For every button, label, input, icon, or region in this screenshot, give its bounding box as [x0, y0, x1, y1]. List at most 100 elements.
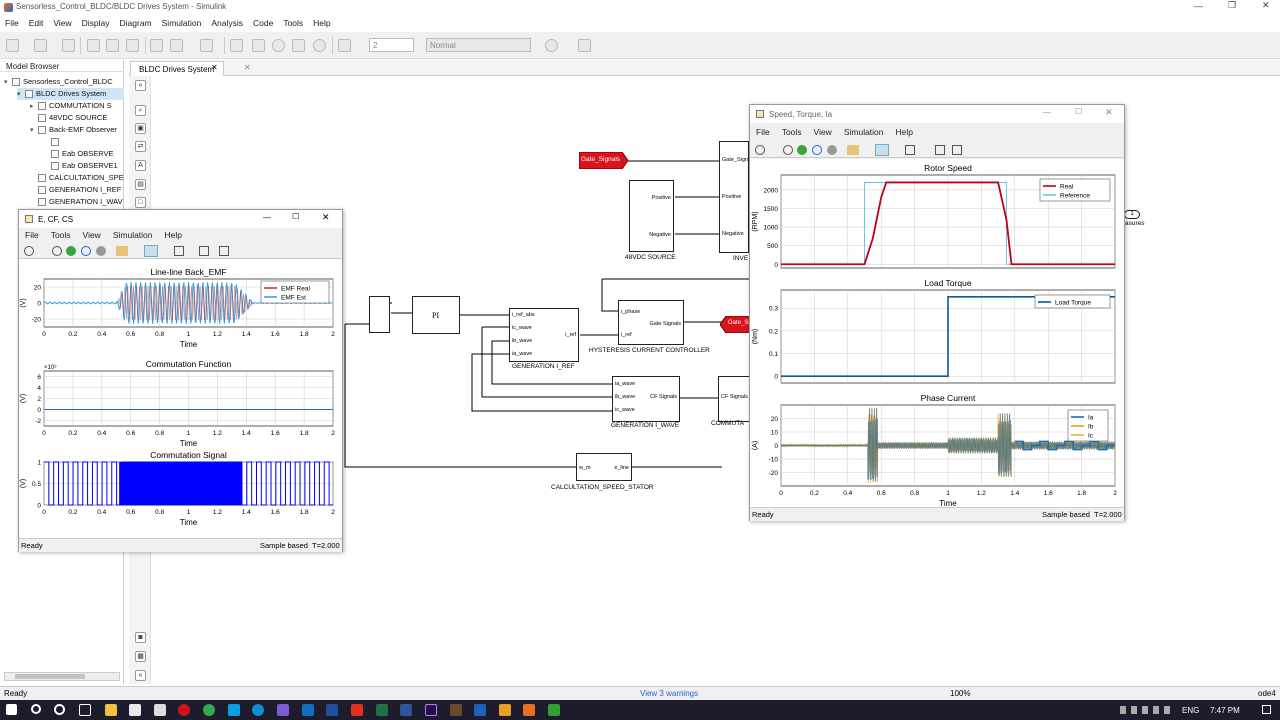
tree-item[interactable]: Eab OBSERVE [43, 148, 124, 160]
menu-analysis[interactable]: Analysis [211, 18, 243, 28]
back-icon[interactable] [87, 39, 100, 52]
model-explorer-icon[interactable] [200, 39, 213, 52]
task-view-icon[interactable] [79, 704, 91, 716]
close-icon[interactable]: ✕ [1262, 0, 1270, 10]
tree-item[interactable]: ▸COMMUTATION S [30, 100, 124, 112]
step-forward-icon[interactable] [292, 39, 305, 52]
app-icon-6[interactable] [326, 704, 338, 716]
tab-close-icon[interactable]: ✕ [211, 63, 218, 72]
tree-item[interactable]: GENERATION I_WAV [30, 196, 124, 208]
app-icon-1[interactable] [129, 704, 141, 716]
zoom-icon[interactable] [875, 144, 889, 156]
app-icon-4[interactable] [277, 704, 289, 716]
step-back-icon[interactable] [230, 39, 243, 52]
check-icon[interactable] [545, 39, 558, 52]
grid-icon[interactable] [578, 39, 591, 52]
step-forward-icon[interactable] [812, 145, 822, 155]
commutation-block[interactable]: CF Signals [718, 376, 750, 422]
stop-icon[interactable] [827, 145, 837, 155]
zoom-icon[interactable]: ⌕ [135, 105, 146, 116]
save-icon[interactable] [62, 39, 75, 52]
restore-icon[interactable]: ❐ [1228, 0, 1237, 10]
inverter-block[interactable]: Gate_Sign Positive Negative [719, 141, 749, 253]
matlab-icon[interactable] [523, 704, 535, 716]
forward-icon[interactable] [106, 39, 119, 52]
scope1-menu-file[interactable]: File [25, 230, 39, 240]
model-config-icon[interactable] [170, 39, 183, 52]
app-icon-3[interactable] [228, 704, 240, 716]
run-icon[interactable] [797, 145, 807, 155]
scope1-minimize-icon[interactable]: — [263, 213, 271, 222]
step-back2-icon[interactable] [252, 39, 265, 52]
scope-icon[interactable] [338, 39, 351, 52]
fit-icon[interactable] [905, 145, 915, 155]
step-forward-icon[interactable] [81, 246, 91, 256]
expand-arrow-icon[interactable]: ▸ [30, 103, 34, 110]
annotation-icon[interactable]: A [135, 160, 146, 171]
tree-item[interactable]: CALCULTATION_SPE [30, 172, 124, 184]
expand-arrow-icon[interactable]: ▾ [30, 127, 34, 134]
premiere-icon[interactable] [425, 704, 437, 716]
fit-icon[interactable] [174, 246, 184, 256]
pi-controller-block[interactable]: PI [412, 296, 460, 334]
menu-simulation[interactable]: Simulation [161, 18, 202, 28]
explorer-icon[interactable] [105, 704, 117, 716]
properties-icon[interactable]: ▦ [135, 651, 146, 662]
expand-arrow-icon[interactable]: ▾ [4, 79, 8, 86]
tree-item[interactable]: GENERATION I_REF [30, 184, 124, 196]
scope2-menu-help[interactable]: Help [895, 127, 913, 137]
tree-item[interactable]: ▾Back-EMF Observer [30, 124, 124, 136]
scope2-minimize-icon[interactable]: — [1043, 108, 1051, 117]
opera-icon[interactable] [178, 704, 190, 716]
collapse-icon[interactable]: « [135, 670, 146, 681]
cursor-icon[interactable] [935, 145, 945, 155]
scope1-menu-tools[interactable]: Tools [50, 230, 71, 240]
stop-icon[interactable] [313, 39, 326, 52]
menu-code[interactable]: Code [252, 18, 274, 28]
tree-item[interactable] [43, 136, 124, 148]
tree-item[interactable]: ▾Sensorless_Control_BLDC [4, 76, 124, 88]
hysteresis-controller-block[interactable]: i_phase i_ref Gate Signals [618, 300, 684, 345]
scope2-close-icon[interactable]: ✕ [1105, 107, 1113, 117]
app-icon-11[interactable] [548, 704, 560, 716]
language-indicator[interactable]: ENG [1182, 706, 1200, 715]
warnings-link[interactable]: View 3 warnings [640, 689, 699, 698]
open-icon[interactable] [34, 39, 47, 52]
edit-icon[interactable] [952, 145, 962, 155]
scope1-close-icon[interactable]: ✕ [322, 212, 330, 222]
expand-arrow-icon[interactable]: ▾ [17, 91, 21, 98]
menu-tools[interactable]: Tools [283, 18, 304, 28]
library-browser-icon[interactable] [150, 39, 163, 52]
scope2-maximize-icon[interactable]: ☐ [1075, 107, 1083, 116]
gate-signals-goto-2[interactable]: Gate_Si [719, 315, 751, 334]
run-icon[interactable] [272, 39, 285, 52]
scope2-menu-view[interactable]: View [813, 127, 832, 137]
excel-icon[interactable] [376, 704, 388, 716]
arrow-icon[interactable]: ⇄ [135, 141, 146, 152]
scope2-menu-simulation[interactable]: Simulation [843, 127, 884, 137]
notification-icon[interactable] [1262, 705, 1271, 714]
sum-block[interactable] [369, 296, 390, 333]
cortana-icon[interactable] [54, 704, 65, 715]
app-icon-10[interactable] [499, 704, 511, 716]
settings-icon[interactable] [24, 246, 34, 256]
simulation-mode-select[interactable]: Normal [426, 38, 531, 52]
calculation-speed-stator-block[interactable]: w_m e_line [576, 453, 632, 481]
menu-diagram[interactable]: Diagram [119, 18, 152, 28]
zoom-icon[interactable] [144, 245, 158, 257]
app-icon-7[interactable] [351, 704, 363, 716]
new-tab-close-icon[interactable]: ✕ [244, 63, 251, 72]
clock[interactable]: 7:47 PM [1210, 706, 1240, 715]
tree-item[interactable]: Eab OBSERVE1 [43, 160, 124, 172]
tree-item[interactable]: 48VDC SOURCE [30, 112, 124, 124]
stop-time-input[interactable]: 2 [369, 38, 414, 52]
highlight-icon[interactable] [116, 246, 128, 256]
hide-browser-icon[interactable]: « [135, 80, 146, 91]
run-icon[interactable] [66, 246, 76, 256]
scope2-menu-tools[interactable]: Tools [781, 127, 802, 137]
app-icon-8[interactable] [450, 704, 462, 716]
